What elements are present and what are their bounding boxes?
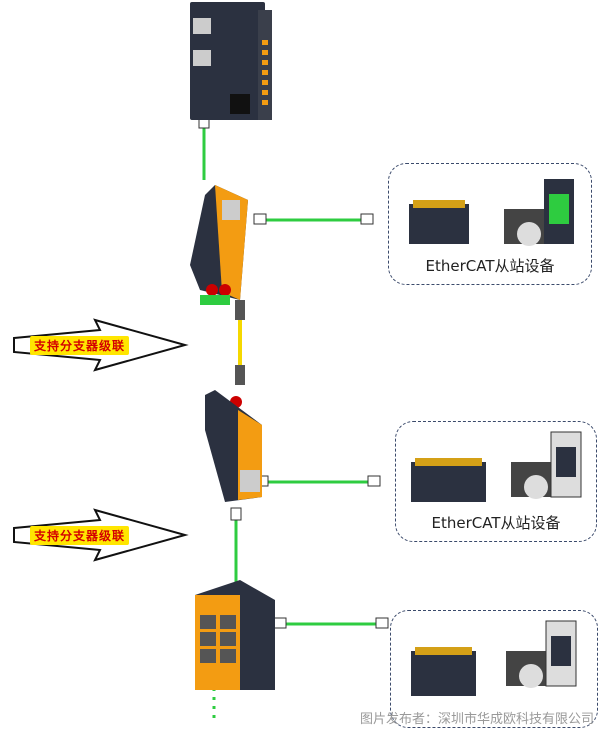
cascade-label-2: 支持分支器级联 <box>30 526 130 545</box>
fiber-connector-icon <box>235 300 245 320</box>
io-module-icon <box>409 200 469 244</box>
connector-icon <box>360 213 374 225</box>
io-module-icon <box>411 647 476 696</box>
connector-icon <box>230 507 242 521</box>
controller-device <box>190 2 272 120</box>
watermark: 图片发布者：深圳市华成欧科技有限公司 <box>359 712 594 727</box>
io-module-icon <box>411 458 486 502</box>
connector-icon <box>367 475 381 487</box>
fiber-cable <box>235 300 245 385</box>
slave-group-1: EtherCAT从站设备 <box>388 163 592 285</box>
servo-drive-icon <box>550 431 582 498</box>
cascade-label-1: 支持分支器级联 <box>30 336 130 355</box>
connector-icon <box>253 213 267 225</box>
slave-label: EtherCAT从站设备 <box>431 514 561 532</box>
fiber-connector-icon <box>235 365 245 385</box>
branch-device-1 <box>190 185 248 305</box>
branch-device-2 <box>205 390 262 502</box>
ethernet-cables <box>202 128 382 724</box>
slave-group-2: EtherCAT从站设备 <box>395 421 597 542</box>
switch-device <box>195 580 275 690</box>
slave-group-3 <box>390 610 598 728</box>
connector-icon <box>273 617 287 629</box>
servo-motor-icon <box>504 209 544 246</box>
servo-motor-icon <box>506 651 546 688</box>
servo-motor-icon <box>511 462 551 499</box>
connector-icon <box>375 617 389 629</box>
servo-drive-icon <box>545 620 577 687</box>
slave-label: EtherCAT从站设备 <box>425 257 555 275</box>
servo-drive-icon <box>544 179 574 244</box>
